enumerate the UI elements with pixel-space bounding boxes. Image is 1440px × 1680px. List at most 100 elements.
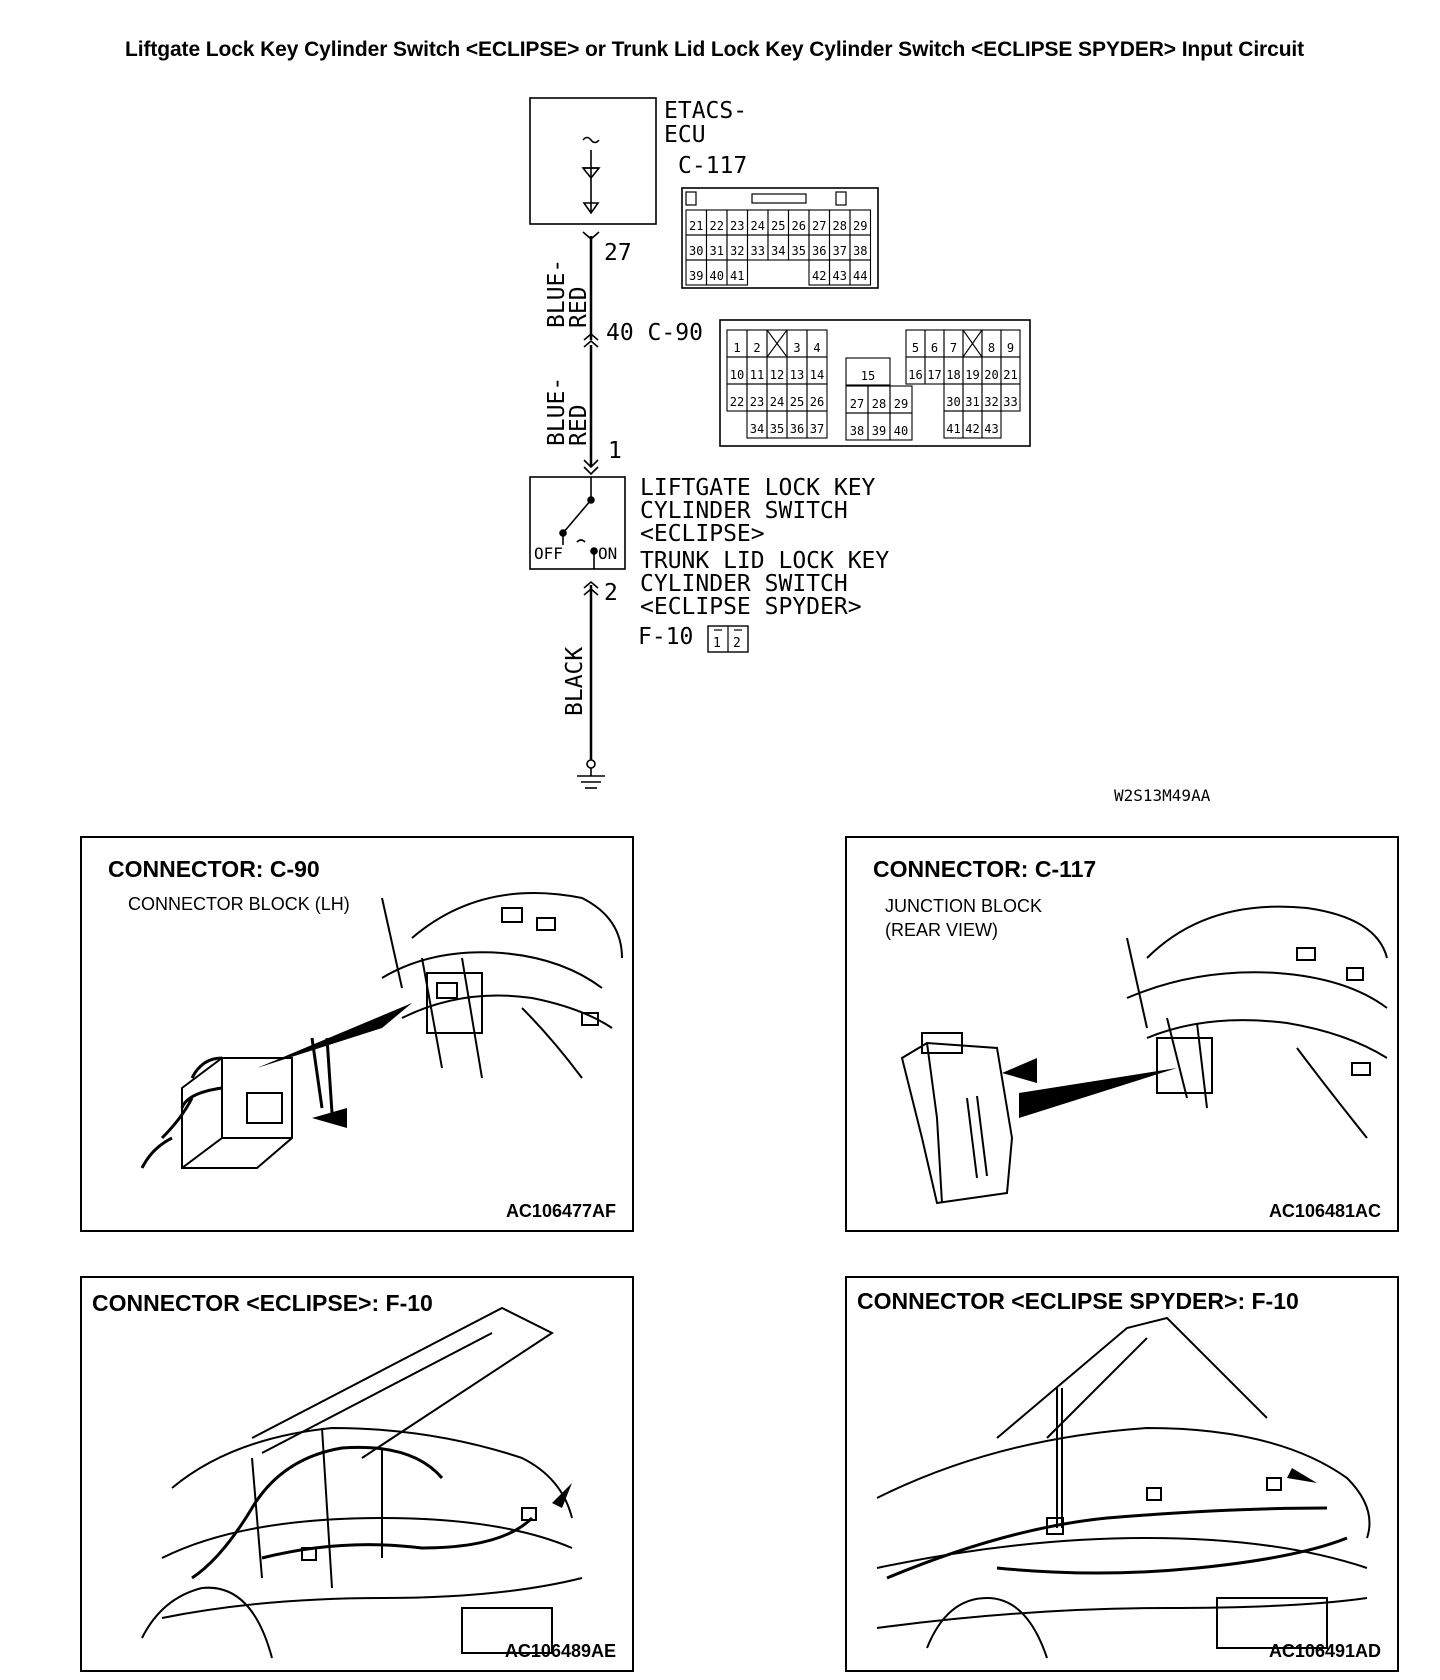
c117-pin-number: 41	[730, 269, 744, 283]
c90-pin-number: 40	[894, 424, 908, 438]
c90-pin-number: 41	[946, 422, 960, 436]
wire-2-line1: BLUE-	[544, 377, 570, 446]
c117-pin-number: 35	[792, 244, 806, 258]
pin-27-label: 27	[604, 240, 632, 266]
c90-pin-cell	[806, 410, 828, 439]
c117-location-illustration	[900, 905, 1388, 1205]
c90-blank-pin	[766, 329, 788, 358]
ecu-label-1: ETACS-	[664, 98, 747, 124]
c90-pin-cell	[981, 410, 1002, 439]
c117-pin-number: 36	[812, 244, 826, 258]
c90-pin-number: 27	[850, 397, 864, 411]
panel-f10-spyder-code: AC106491AD	[1268, 1641, 1381, 1661]
c90-blank-pin	[962, 329, 983, 358]
c90-pin-number: 10	[730, 368, 744, 382]
c90-pin-number: 4	[813, 341, 820, 355]
f10-pin-2: 2	[733, 636, 741, 651]
c117-pin-number: 31	[710, 244, 724, 258]
panel-c117-subtitle-1: JUNCTION BLOCK	[885, 896, 1043, 916]
c90-pin-number: 33	[1003, 395, 1017, 409]
c117-pin-number: 27	[812, 219, 826, 233]
c90-pin-number: 21	[1003, 368, 1017, 382]
etacs-ecu-box	[529, 97, 657, 225]
c117-pin-number: 25	[771, 219, 785, 233]
c90-pin-number: 42	[965, 422, 979, 436]
c90-pin-number: 17	[927, 368, 941, 382]
c90-pin-number: 25	[790, 395, 804, 409]
panel-c90-subtitle: CONNECTOR BLOCK (LH)	[128, 894, 350, 914]
f10-connector-face: 1 2	[707, 625, 749, 653]
c90-pin-number: 20	[984, 368, 998, 382]
c117-pin-number: 22	[710, 219, 724, 233]
c90-pin-number: 28	[872, 397, 886, 411]
panel-c117-subtitle-2: (REAR VIEW)	[885, 920, 999, 940]
c90-pin-number: 5	[912, 341, 919, 355]
c117-pin-number: 42	[812, 269, 826, 283]
panel-f10-spyder-title: CONNECTOR <ECLIPSE SPYDER>: F-10	[857, 1288, 1299, 1314]
panel-connector-f10-spyder: CONNECTOR <ECLIPSE SPYDER>: F-10 AC10649…	[845, 1276, 1399, 1672]
pin-1-label: 1	[608, 438, 622, 464]
c117-pin-number: 38	[853, 244, 867, 258]
c117-pin-cell	[726, 259, 749, 286]
c117-pin-number: 34	[771, 244, 785, 258]
c90-pin-number: 34	[750, 422, 764, 436]
c90-pin-number: 35	[770, 422, 784, 436]
c90-pin-label: 40 C-90	[606, 320, 703, 346]
c117-pin-cell	[849, 259, 872, 286]
c117-pin-number: 37	[833, 244, 847, 258]
c90-pin-number: 14	[810, 368, 824, 382]
c117-pin-number: 21	[689, 219, 703, 233]
c117-pin-number: 39	[689, 269, 703, 283]
c90-pin-number: 1	[733, 341, 740, 355]
c117-pin-number: 30	[689, 244, 703, 258]
panel-connector-c90: CONNECTOR: C-90 CONNECTOR BLOCK (LH) AC1…	[80, 836, 634, 1232]
c90-pin-number: 24	[770, 395, 784, 409]
c117-pin-number: 32	[730, 244, 744, 258]
switch-label-1: CYLINDER SWITCH	[640, 498, 848, 524]
c90-pin-number: 13	[790, 368, 804, 382]
circuit-diagram: ETACS- ECU C-117 27 40 C-90 1 2 F-10 LIF…	[529, 97, 1211, 805]
c90-pin-number: 32	[984, 395, 998, 409]
c117-pin-number: 24	[751, 219, 765, 233]
key-cylinder-switch-box	[529, 476, 626, 570]
f10-label: F-10	[638, 624, 693, 650]
c90-pin-number: 30	[946, 395, 960, 409]
c90-pin-number: 37	[810, 422, 824, 436]
c90-pin-number: 43	[984, 422, 998, 436]
diagram-code: W2S13M49AA	[1114, 786, 1211, 805]
c90-pin-number: 3	[793, 341, 800, 355]
c90-pin-number: 29	[894, 397, 908, 411]
c90-pin-number: 6	[931, 341, 938, 355]
c117-pin-number: 44	[853, 269, 867, 283]
c90-location-illustration	[140, 892, 623, 1169]
panel-c117-code: AC106481AC	[1268, 1201, 1381, 1221]
panel-connector-c117: CONNECTOR: C-117 JUNCTION BLOCK (REAR VI…	[845, 836, 1399, 1232]
switch-label-0: LIFTGATE LOCK KEY	[640, 475, 876, 501]
wire-2-line2: RED	[566, 404, 592, 446]
c90-pin-number: 39	[872, 424, 886, 438]
wire-1-line1: BLUE-	[544, 259, 570, 328]
c90-pin-number: 22	[730, 395, 744, 409]
c90-pin-number: 8	[988, 341, 995, 355]
switch-on-label: ON	[598, 544, 617, 563]
panel-c117-title: CONNECTOR: C-117	[873, 856, 1097, 882]
c90-pin-cell	[1000, 383, 1021, 412]
panel-c90-title: CONNECTOR: C-90	[108, 856, 320, 882]
c90-pin-number: 16	[908, 368, 922, 382]
ecu-label-2: ECU	[664, 122, 706, 148]
f10-spyder-location-illustration	[876, 1316, 1371, 1659]
c117-pin-number: 40	[710, 269, 724, 283]
switch-label-2: <ECLIPSE>	[640, 521, 765, 547]
c90-pin-cell	[845, 357, 891, 386]
c90-pin-number: 2	[753, 341, 760, 355]
c90-pin-number: 19	[965, 368, 979, 382]
c117-pin-number: 33	[751, 244, 765, 258]
panel-c90-code: AC106477AF	[505, 1201, 616, 1221]
c90-pin-number: 38	[850, 424, 864, 438]
page-title: Liftgate Lock Key Cylinder Switch <ECLIP…	[125, 38, 1305, 61]
c117-pin-number: 26	[792, 219, 806, 233]
panel-f10-eclipse-code: AC106489AE	[504, 1641, 616, 1661]
c117-pin-number: 28	[833, 219, 847, 233]
